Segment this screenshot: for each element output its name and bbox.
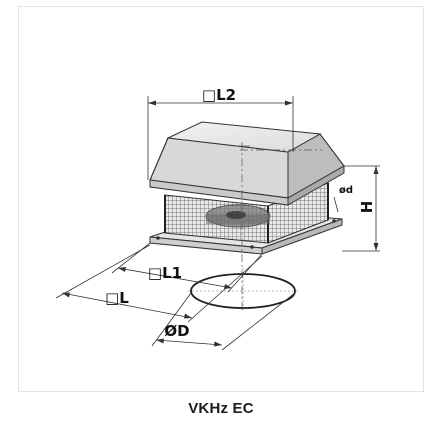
- label-l1: □L1: [148, 264, 182, 282]
- dimension-l: [55, 244, 263, 323]
- roof-hood: [149, 121, 345, 206]
- label-diameter: ØD: [164, 322, 189, 340]
- dimension-l2: [147, 96, 294, 180]
- label-l2: □L2: [202, 86, 236, 104]
- dimension-diameter: [151, 292, 296, 351]
- d-leader-line: [333, 196, 339, 213]
- diagram-frame: [18, 6, 424, 392]
- dimension-h: [342, 165, 380, 252]
- duct-opening: [190, 273, 296, 309]
- label-h: H: [358, 201, 376, 214]
- label-d: ød: [339, 185, 353, 196]
- label-l: □L: [105, 289, 129, 307]
- product-caption: VKHz EC: [188, 400, 254, 417]
